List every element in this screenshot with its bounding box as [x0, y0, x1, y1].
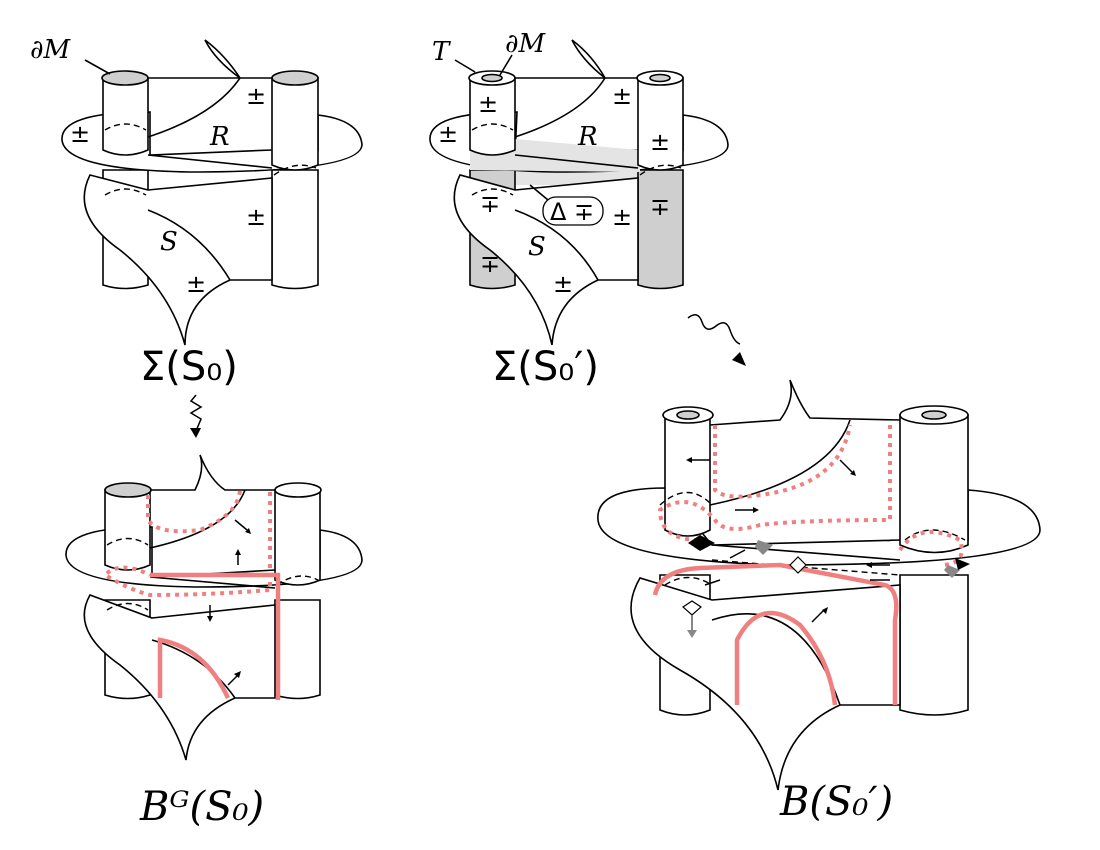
- right-cylinder-lower: [271, 169, 319, 290]
- svg-text:S: S: [528, 232, 546, 262]
- panel-b-s0-prime: B(S₀′): [597, 379, 1041, 825]
- right-cylinder: [271, 77, 319, 171]
- left-cylinder: [102, 77, 149, 156]
- branch-locus-solid-2: [652, 562, 899, 705]
- right-torus-lower: [637, 169, 684, 290]
- branch-locus-dotted: [146, 489, 242, 534]
- svg-text:∓: ∓: [480, 250, 500, 278]
- caption-b-s0-prime: B(S₀′): [779, 779, 893, 825]
- svg-text:∓: ∓: [480, 190, 500, 218]
- squiggle-arrow-down: [189, 394, 203, 432]
- svg-text:±: ±: [246, 82, 266, 110]
- panel-bg-s0: Bᴳ(S₀): [65, 454, 363, 830]
- svg-text:±: ±: [438, 120, 458, 148]
- caption-bg-s0: Bᴳ(S₀): [139, 784, 264, 830]
- delta-badge: [542, 196, 604, 226]
- label-boundary-m: ∂M: [30, 35, 71, 65]
- svg-text:±: ±: [186, 270, 206, 298]
- svg-text:±: ±: [553, 270, 573, 298]
- branch-locus-solid: [150, 572, 281, 700]
- label-s: S: [160, 227, 178, 257]
- svg-text:±: ±: [612, 82, 632, 110]
- caption-sigma-s0-prime: Σ(S₀′): [492, 344, 599, 390]
- svg-text:±: ±: [478, 90, 498, 118]
- svg-text:±: ±: [70, 120, 90, 148]
- squiggle-arrow-diag: [687, 314, 741, 345]
- caption-sigma-s0: Σ(S₀): [140, 344, 238, 390]
- svg-text:±: ±: [246, 203, 266, 231]
- panel-sigma-s0: ∂M ± ± R ± S ± Σ(S₀): [30, 35, 363, 390]
- surface-s: [83, 174, 273, 346]
- label-boundary-m-2: ∂M: [505, 29, 546, 59]
- label-delta: Δ ∓: [550, 198, 594, 226]
- torus-t-right: [637, 77, 684, 171]
- svg-text:R: R: [577, 122, 598, 152]
- svg-text:±: ±: [612, 203, 632, 231]
- panel-sigma-s0-prime: T ∂M ± ± ± ± R ∓ Δ ∓ ± ∓ S ∓ ± Σ(S₀′): [429, 29, 729, 390]
- torus-t-left: [469, 77, 516, 156]
- branch-locus-dotted-2: [713, 424, 852, 499]
- svg-text:∓: ∓: [650, 193, 670, 221]
- label-r: R: [209, 122, 230, 152]
- label-torus-t: T: [432, 37, 451, 67]
- svg-text:±: ±: [650, 128, 670, 156]
